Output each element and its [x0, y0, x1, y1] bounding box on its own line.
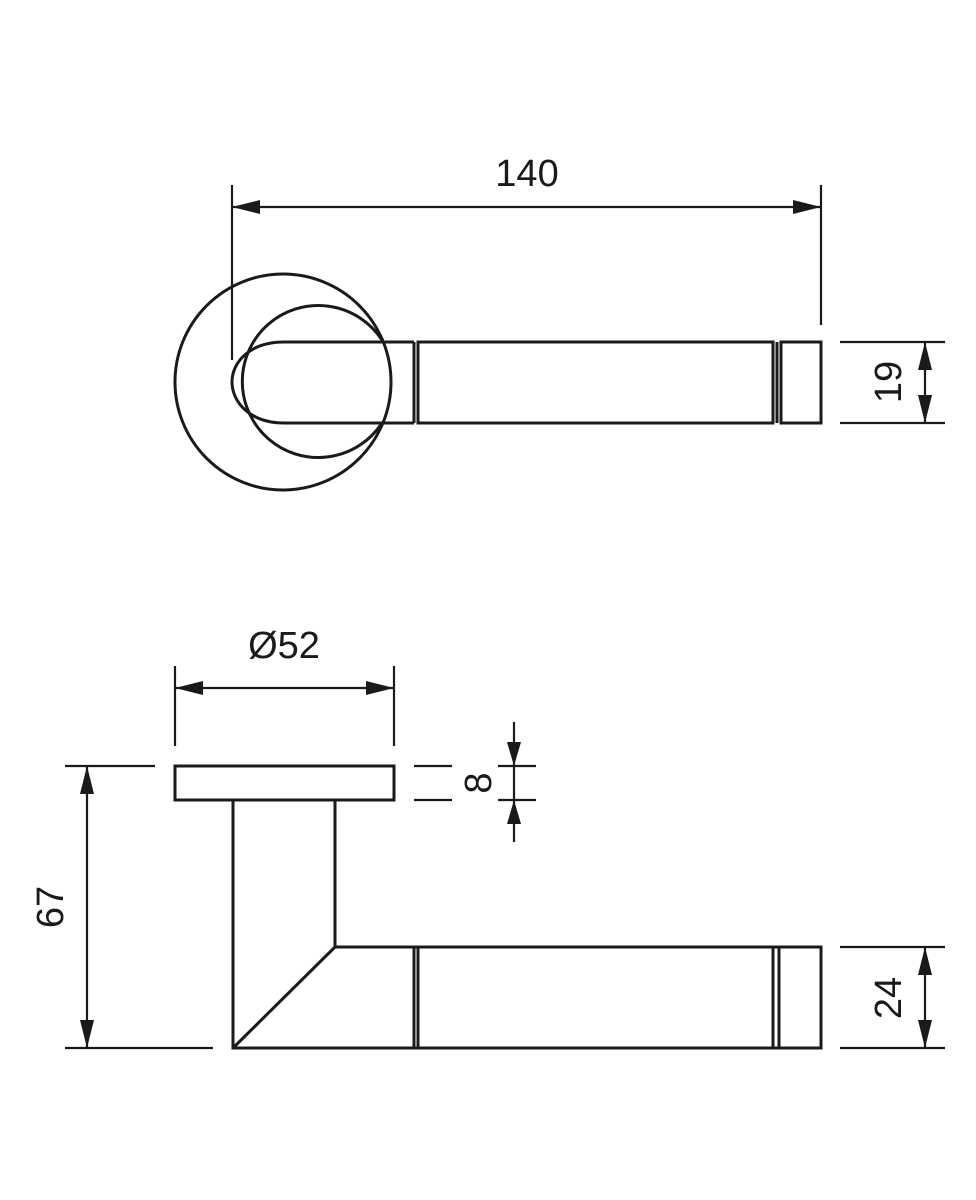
rose-side	[173, 764, 396, 802]
dim-label-24: 24	[868, 977, 910, 1019]
arrow-24-bottom	[918, 1020, 932, 1048]
rose-outer-circle	[173, 272, 393, 492]
arrow-19-top	[918, 342, 932, 370]
lever-grip	[416, 340, 775, 425]
lever-end-cap	[779, 340, 823, 425]
side-view: Ø52 8 67 24	[30, 625, 945, 1050]
arrow-140-left	[232, 200, 260, 214]
arrow-67-top	[80, 766, 94, 794]
top-view: 140 19	[173, 153, 945, 492]
arrow-8-top	[507, 742, 521, 766]
dim-label-67: 67	[30, 886, 72, 928]
dim-label-8: 8	[458, 772, 500, 793]
arrow-67-bottom	[80, 1020, 94, 1048]
dim-label-19: 19	[868, 361, 910, 403]
lever-chamfer	[231, 945, 337, 1050]
lever-side-outline	[231, 800, 823, 1050]
rose-inner-arc	[240, 304, 384, 459]
arrow-8-bottom	[507, 800, 521, 824]
dim-label-140: 140	[495, 153, 558, 195]
arrow-52-left	[175, 681, 203, 695]
arrow-52-right	[366, 681, 394, 695]
arrow-24-top	[918, 947, 932, 975]
lever-neck-outline	[230, 340, 414, 425]
arrow-140-right	[793, 200, 821, 214]
arrow-19-bottom	[918, 395, 932, 423]
dim-label-52: Ø52	[248, 625, 320, 667]
